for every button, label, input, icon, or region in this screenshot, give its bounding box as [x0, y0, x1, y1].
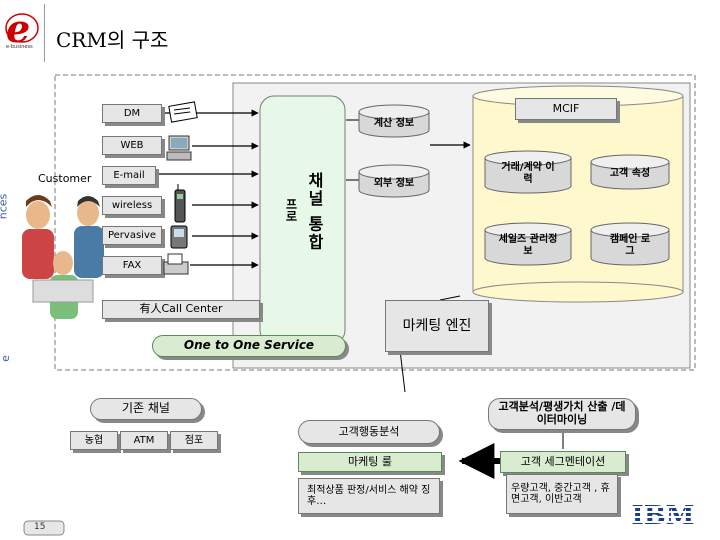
mobile-phone-icon	[172, 184, 188, 224]
svg-text:IBM: IBM	[632, 501, 695, 528]
marketing-engine: 마케팅 엔진	[385, 300, 489, 352]
basic-channel-atm: ATM	[120, 431, 168, 450]
channel-call-center: 有人Call Center	[102, 300, 260, 319]
db-transaction-label: 거래/계약 이력	[501, 162, 555, 185]
side-text-bottom: e	[0, 355, 12, 362]
page-title: CRM의 구조	[56, 28, 169, 52]
channel-pervasive: Pervasive	[102, 226, 162, 245]
db-billing: 계산 정보	[358, 104, 430, 138]
channel-email: E-mail	[102, 166, 156, 185]
channel-one-to-one: One to One Service	[152, 335, 346, 357]
mcif-container-bottom	[472, 281, 684, 303]
ibm-logo-icon: IBM	[630, 501, 696, 531]
customer-label: Customer	[38, 172, 92, 185]
link-engine-down	[399, 349, 406, 393]
basic-channel-store: 점포	[170, 431, 218, 450]
db-attribute-label: 고객 속성	[609, 168, 651, 179]
db-sales-label: 세일즈 관리정보	[498, 234, 558, 257]
link-engine	[439, 295, 461, 301]
mail-icon	[168, 100, 200, 124]
basic-channel-nonghyup: 농협	[70, 431, 118, 450]
integration-label: 채널 통합	[305, 172, 324, 252]
page-number: 15	[34, 522, 46, 532]
pda-icon	[168, 224, 190, 250]
channel-web: WEB	[102, 136, 162, 155]
rule-result: 최적상품 판정/서비스 해약 징후…	[298, 478, 440, 514]
behavior-analysis: 고객행동분석	[298, 420, 440, 444]
marketing-rule: 마케팅 룰	[298, 452, 442, 472]
ibm-logo: IBM	[630, 498, 696, 531]
db-external-label: 외부 정보	[373, 178, 415, 189]
db-campaign: 캠페인 로그	[590, 222, 670, 266]
db-attribute: 고객 속성	[590, 154, 670, 190]
integration-prefix: 프로	[284, 198, 298, 222]
segment-types: 우량고객, 중간고객 , 휴면고객, 이반고객	[506, 474, 618, 514]
mcif-title: MCIF	[515, 98, 617, 120]
svg-text:e: e	[6, 6, 30, 51]
channel-wireless: wireless	[102, 196, 162, 215]
page-number-box	[23, 520, 65, 536]
people-icon	[22, 195, 104, 319]
fax-machine-icon	[162, 252, 190, 276]
db-external: 외부 정보	[358, 164, 430, 198]
company-logo: e	[4, 6, 42, 58]
db-transaction: 거래/계약 이력	[484, 150, 572, 194]
logo-tagline: e-business	[6, 44, 33, 50]
db-campaign-label: 캠페인 로그	[609, 234, 651, 257]
db-billing-label: 계산 정보	[373, 118, 415, 129]
channel-dm: DM	[102, 104, 162, 123]
db-sales: 세일즈 관리정보	[484, 222, 572, 266]
computer-icon	[166, 134, 192, 164]
customer-analysis: 고객분석/평생가치 산출 /데이터마이닝	[488, 398, 636, 430]
e-logo-icon: e	[5, 6, 39, 51]
channel-fax: FAX	[102, 256, 162, 275]
outer-frame	[54, 74, 696, 371]
logo-divider	[44, 4, 45, 62]
basic-channel: 기존 채널	[90, 398, 202, 420]
segmentation: 고객 세그멘테이션	[500, 451, 626, 473]
customers-illustration	[8, 185, 118, 335]
